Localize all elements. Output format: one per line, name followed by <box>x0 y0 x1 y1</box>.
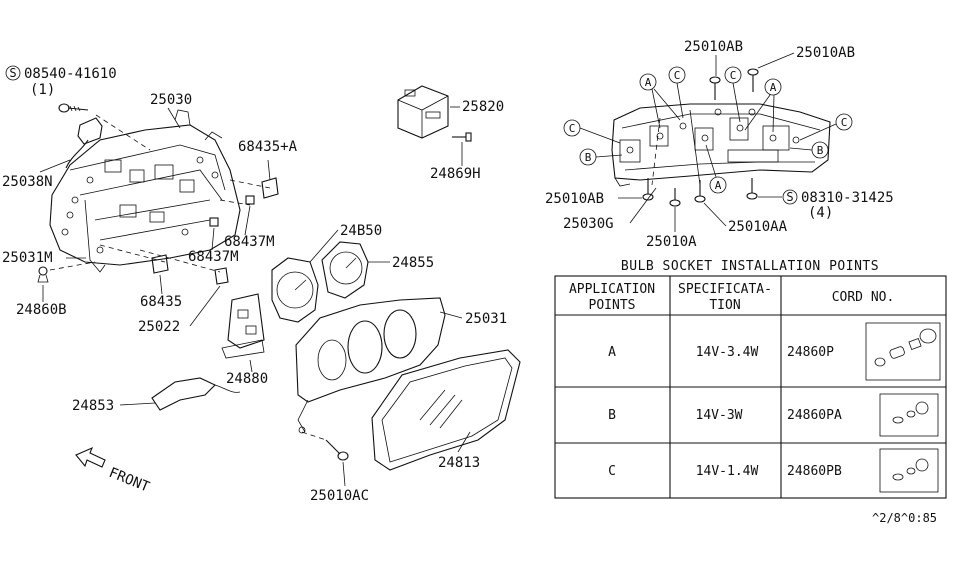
row-b-spec: 14V-3W <box>696 408 743 423</box>
svg-text:C: C <box>569 122 576 135</box>
clip-68437M-lower <box>209 217 219 227</box>
marker-c-right: C <box>799 113 853 141</box>
row-c-spec: 14V-1.4W <box>696 464 759 479</box>
row-c-cord: 24860PB <box>787 464 842 479</box>
label-25010AB-left: 25010AB <box>545 191 604 207</box>
label-25010AA: 25010AA <box>728 219 788 235</box>
label-68437M-lower: 68437M <box>188 249 239 265</box>
marker-b-left: B <box>579 148 623 166</box>
svg-text:B: B <box>817 144 824 157</box>
marker-c-topleft: C <box>668 66 686 119</box>
label-25031: 25031 <box>465 311 507 327</box>
label-25030G: 25030G <box>563 216 614 232</box>
table-title: BULB SOCKET INSTALLATION POINTS <box>621 259 879 274</box>
harness-24853 <box>151 377 241 411</box>
label-25030: 25030 <box>150 92 192 108</box>
svg-text:A: A <box>770 81 777 94</box>
label-24855: 24855 <box>392 255 434 271</box>
bulb-socket-b-icon <box>879 393 939 437</box>
row-a-spec: 14V-3.4W <box>696 345 759 360</box>
clip-68437M-upper <box>245 195 255 205</box>
row-a-point: A <box>608 345 616 360</box>
label-25031M: 25031M <box>2 250 53 266</box>
cluster-face-25031 <box>295 297 446 434</box>
marker-c-middle: C <box>724 66 742 123</box>
bulb-socket-c-icon <box>879 448 939 493</box>
label-08310-31425: 08310-31425 <box>801 190 894 206</box>
label-25010AB-top: 25010AB <box>684 39 743 55</box>
bulb-socket-a-icon <box>865 322 941 381</box>
svg-text:C: C <box>674 69 681 82</box>
label-25010AC: 25010AC <box>310 488 369 504</box>
plate-68435A <box>261 177 279 199</box>
gauge-24855 <box>321 241 369 299</box>
bracket-25038N <box>65 117 103 169</box>
marker-a-bottom: A <box>705 144 727 194</box>
svg-text:S: S <box>786 190 793 204</box>
plate-68435 <box>151 254 169 274</box>
svg-text:A: A <box>645 76 652 89</box>
plate-25022 <box>214 267 229 285</box>
screw-symbol-icon: S <box>5 65 21 81</box>
marker-c-left: C <box>563 119 621 144</box>
circuit-board-24880 <box>221 293 265 359</box>
cluster-back-view <box>611 103 831 187</box>
socket-24860B <box>37 266 49 283</box>
screw-08310-icon <box>746 178 758 200</box>
module-25820 <box>397 85 449 139</box>
screw-25010A-icon <box>669 188 681 207</box>
label-front: FRONT <box>107 465 153 496</box>
label-08310-qty: (4) <box>808 205 833 221</box>
gauge-24850 <box>271 257 319 323</box>
screw-24869H-icon <box>452 132 472 142</box>
svg-text:C: C <box>730 69 737 82</box>
label-25820: 25820 <box>462 99 504 115</box>
diagram-code: ^2/8^0:85 <box>872 511 937 525</box>
label-68437M-upper: 68437M <box>224 234 275 250</box>
label-68435-plus-a: 68435+A <box>238 139 298 155</box>
header-application-1: APPLICATION <box>569 282 655 297</box>
label-68435: 68435 <box>140 294 182 310</box>
row-b-cord: 24860PA <box>787 408 842 423</box>
header-cord-no: CORD NO. <box>832 290 895 305</box>
header-specification-2: TION <box>709 298 740 313</box>
header-specification-1: SPECIFICATA- <box>678 282 772 297</box>
marker-a-topleft: A <box>639 73 681 129</box>
label-24850: 24B50 <box>340 223 382 239</box>
screw-25010AB-top-icon <box>709 76 721 100</box>
screw-25010AB-topright-icon <box>747 68 759 92</box>
label-25010AB-topright: 25010AB <box>796 45 855 61</box>
label-24813: 24813 <box>438 455 480 471</box>
screw-symbol-08310-icon: S <box>782 189 798 205</box>
label-08540-41610: 08540-41610 <box>24 66 117 82</box>
screw-25010AC-icon <box>325 439 349 461</box>
label-24860B: 24860B <box>16 302 67 318</box>
svg-text:A: A <box>715 179 722 192</box>
svg-text:C: C <box>841 116 848 129</box>
screw-icon <box>58 103 89 113</box>
label-24869H: 24869H <box>430 166 481 182</box>
marker-a-right: A <box>744 78 782 133</box>
lens-24813 <box>371 349 521 471</box>
label-25022: 25022 <box>138 319 180 335</box>
cluster-housing-25030 <box>49 109 241 273</box>
screw-25010AA-icon <box>694 180 706 203</box>
label-24853: 24853 <box>72 398 114 414</box>
front-arrow-icon <box>75 446 106 468</box>
marker-b-right: B <box>789 141 829 159</box>
label-24880: 24880 <box>226 371 268 387</box>
label-08540-qty: (1) <box>30 82 55 98</box>
screw-symbol-letter: S <box>9 66 16 80</box>
row-b-point: B <box>608 408 616 423</box>
label-25038N: 25038N <box>2 174 53 190</box>
svg-text:B: B <box>585 151 592 164</box>
row-c-point: C <box>608 464 616 479</box>
header-application-2: POINTS <box>589 298 636 313</box>
screw-25010AB-left-icon <box>642 178 654 201</box>
row-a-cord: 24860P <box>787 345 834 360</box>
bulb-socket-table <box>554 275 947 499</box>
label-25010A: 25010A <box>646 234 697 250</box>
